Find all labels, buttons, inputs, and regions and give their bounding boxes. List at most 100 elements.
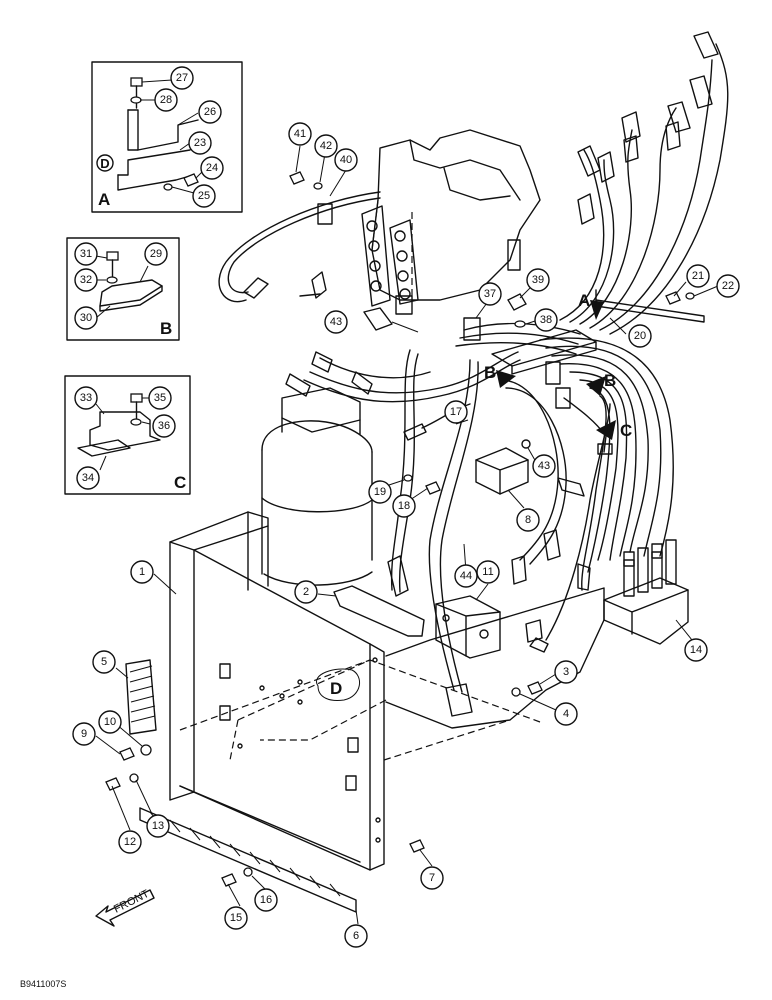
ring-43-shape xyxy=(363,307,393,331)
callout-label: 17 xyxy=(450,406,462,418)
frame-1 xyxy=(169,511,385,871)
detail-d-label: D xyxy=(330,679,342,698)
bolt-18-shape xyxy=(425,481,441,495)
inset-a-label: A xyxy=(98,190,110,209)
bolt-15-shape xyxy=(221,873,237,887)
bracket-23-shape xyxy=(117,149,191,176)
inset-a: D A xyxy=(91,61,243,213)
callout-11: 11 xyxy=(476,560,500,584)
washer-22-shape xyxy=(685,292,695,300)
strip-6 xyxy=(139,807,357,913)
callout-31: 31 xyxy=(74,242,98,266)
callout-label: 15 xyxy=(230,912,242,924)
callout-label: 37 xyxy=(484,288,496,300)
pad-5 xyxy=(125,659,157,735)
callout-30: 30 xyxy=(74,306,98,330)
inset-c-frame xyxy=(64,375,191,495)
washer-32-shape xyxy=(106,276,118,284)
bolt-27-shape xyxy=(130,77,143,87)
hose-loop-left xyxy=(218,191,381,303)
svg-text:B: B xyxy=(484,363,496,382)
callout-41: 41 xyxy=(288,122,312,146)
inset-a-detail-d xyxy=(96,154,114,172)
manifold-14 xyxy=(603,539,689,645)
callout-4: 4 xyxy=(554,702,578,726)
callout-16: 16 xyxy=(254,888,278,912)
inset-c-label: C xyxy=(174,473,186,492)
main-assembly: A B B C D FRONT B9411007S xyxy=(20,31,729,989)
callout-label: 41 xyxy=(294,128,306,140)
callout-34: 34 xyxy=(76,466,100,490)
callout-label: 43 xyxy=(538,460,550,472)
callout-27: 27 xyxy=(170,66,194,90)
washer-38-shape xyxy=(514,320,526,328)
callout-label: 6 xyxy=(353,930,359,942)
callout-36: 36 xyxy=(152,414,176,438)
callout-2: 2 xyxy=(294,580,318,604)
callout-label: 22 xyxy=(722,280,734,292)
bolt-21-shape xyxy=(665,291,681,305)
callout-label: 30 xyxy=(80,312,92,324)
callout-7: 7 xyxy=(420,866,444,890)
callout-6: 6 xyxy=(344,924,368,948)
callout-42: 42 xyxy=(314,134,338,158)
callout-label: 2 xyxy=(303,586,309,598)
callout-10: 10 xyxy=(98,710,122,734)
inset-b-label: B xyxy=(160,319,172,338)
inset-b: B xyxy=(66,237,180,341)
bracket-33-shape xyxy=(89,411,161,451)
callout-label: 13 xyxy=(152,820,164,832)
callout-18: 18 xyxy=(392,494,416,518)
washer-16-shape xyxy=(243,867,253,877)
inset-a-frame xyxy=(91,61,243,213)
callout-label: 7 xyxy=(429,872,435,884)
view-arrow-b-left: B xyxy=(484,363,516,388)
callout-20: 20 xyxy=(628,324,652,348)
bolt-39-shape xyxy=(507,293,527,311)
callout-5: 5 xyxy=(92,650,116,674)
accumulator xyxy=(261,387,373,586)
callout-13: 13 xyxy=(146,814,170,838)
callout-24: 24 xyxy=(200,156,224,180)
bolt-24-shape xyxy=(183,173,199,187)
solenoid-8 xyxy=(475,447,529,495)
callout-43: 43 xyxy=(324,310,348,334)
callout-layer: 1234567891011121314151617181920212223242… xyxy=(72,66,740,948)
callout-label: 14 xyxy=(690,644,702,656)
callout-14: 14 xyxy=(684,638,708,662)
callout-8: 8 xyxy=(516,508,540,532)
view-arrow-c: C xyxy=(596,420,632,440)
figure-code: B9411007S xyxy=(20,979,66,989)
callout-21: 21 xyxy=(686,264,710,288)
callout-label: 28 xyxy=(160,94,172,106)
callout-38: 38 xyxy=(534,308,558,332)
callout-label: 42 xyxy=(320,140,332,152)
washer-28-shape xyxy=(130,96,142,104)
callout-label: 12 xyxy=(124,836,136,848)
callout-label: 43 xyxy=(330,316,342,328)
callout-19: 19 xyxy=(368,480,392,504)
callout-label: 4 xyxy=(563,708,569,720)
callout-15: 15 xyxy=(224,906,248,930)
callout-label: 36 xyxy=(158,420,170,432)
callout-label: 35 xyxy=(154,392,166,404)
washer-36-shape xyxy=(130,418,142,426)
washer-19-shape xyxy=(403,474,413,482)
bolt-12-shape xyxy=(105,777,121,791)
view-arrow-b-right: B xyxy=(586,371,616,396)
callout-label: 27 xyxy=(176,72,188,84)
callout-label: 25 xyxy=(198,190,210,202)
callout-33: 33 xyxy=(74,386,98,410)
callout-label: 39 xyxy=(532,274,544,286)
callout-32: 32 xyxy=(74,268,98,292)
control-valve xyxy=(361,129,541,315)
ring-43b-shape xyxy=(521,439,531,449)
bolt-31-shape xyxy=(106,251,119,261)
svg-text:C: C xyxy=(620,421,632,440)
bolt-41-shape xyxy=(289,171,305,185)
callout-12: 12 xyxy=(118,830,142,854)
callout-label: 3 xyxy=(563,666,569,678)
callout-9: 9 xyxy=(72,722,96,746)
callout-label: 33 xyxy=(80,392,92,404)
